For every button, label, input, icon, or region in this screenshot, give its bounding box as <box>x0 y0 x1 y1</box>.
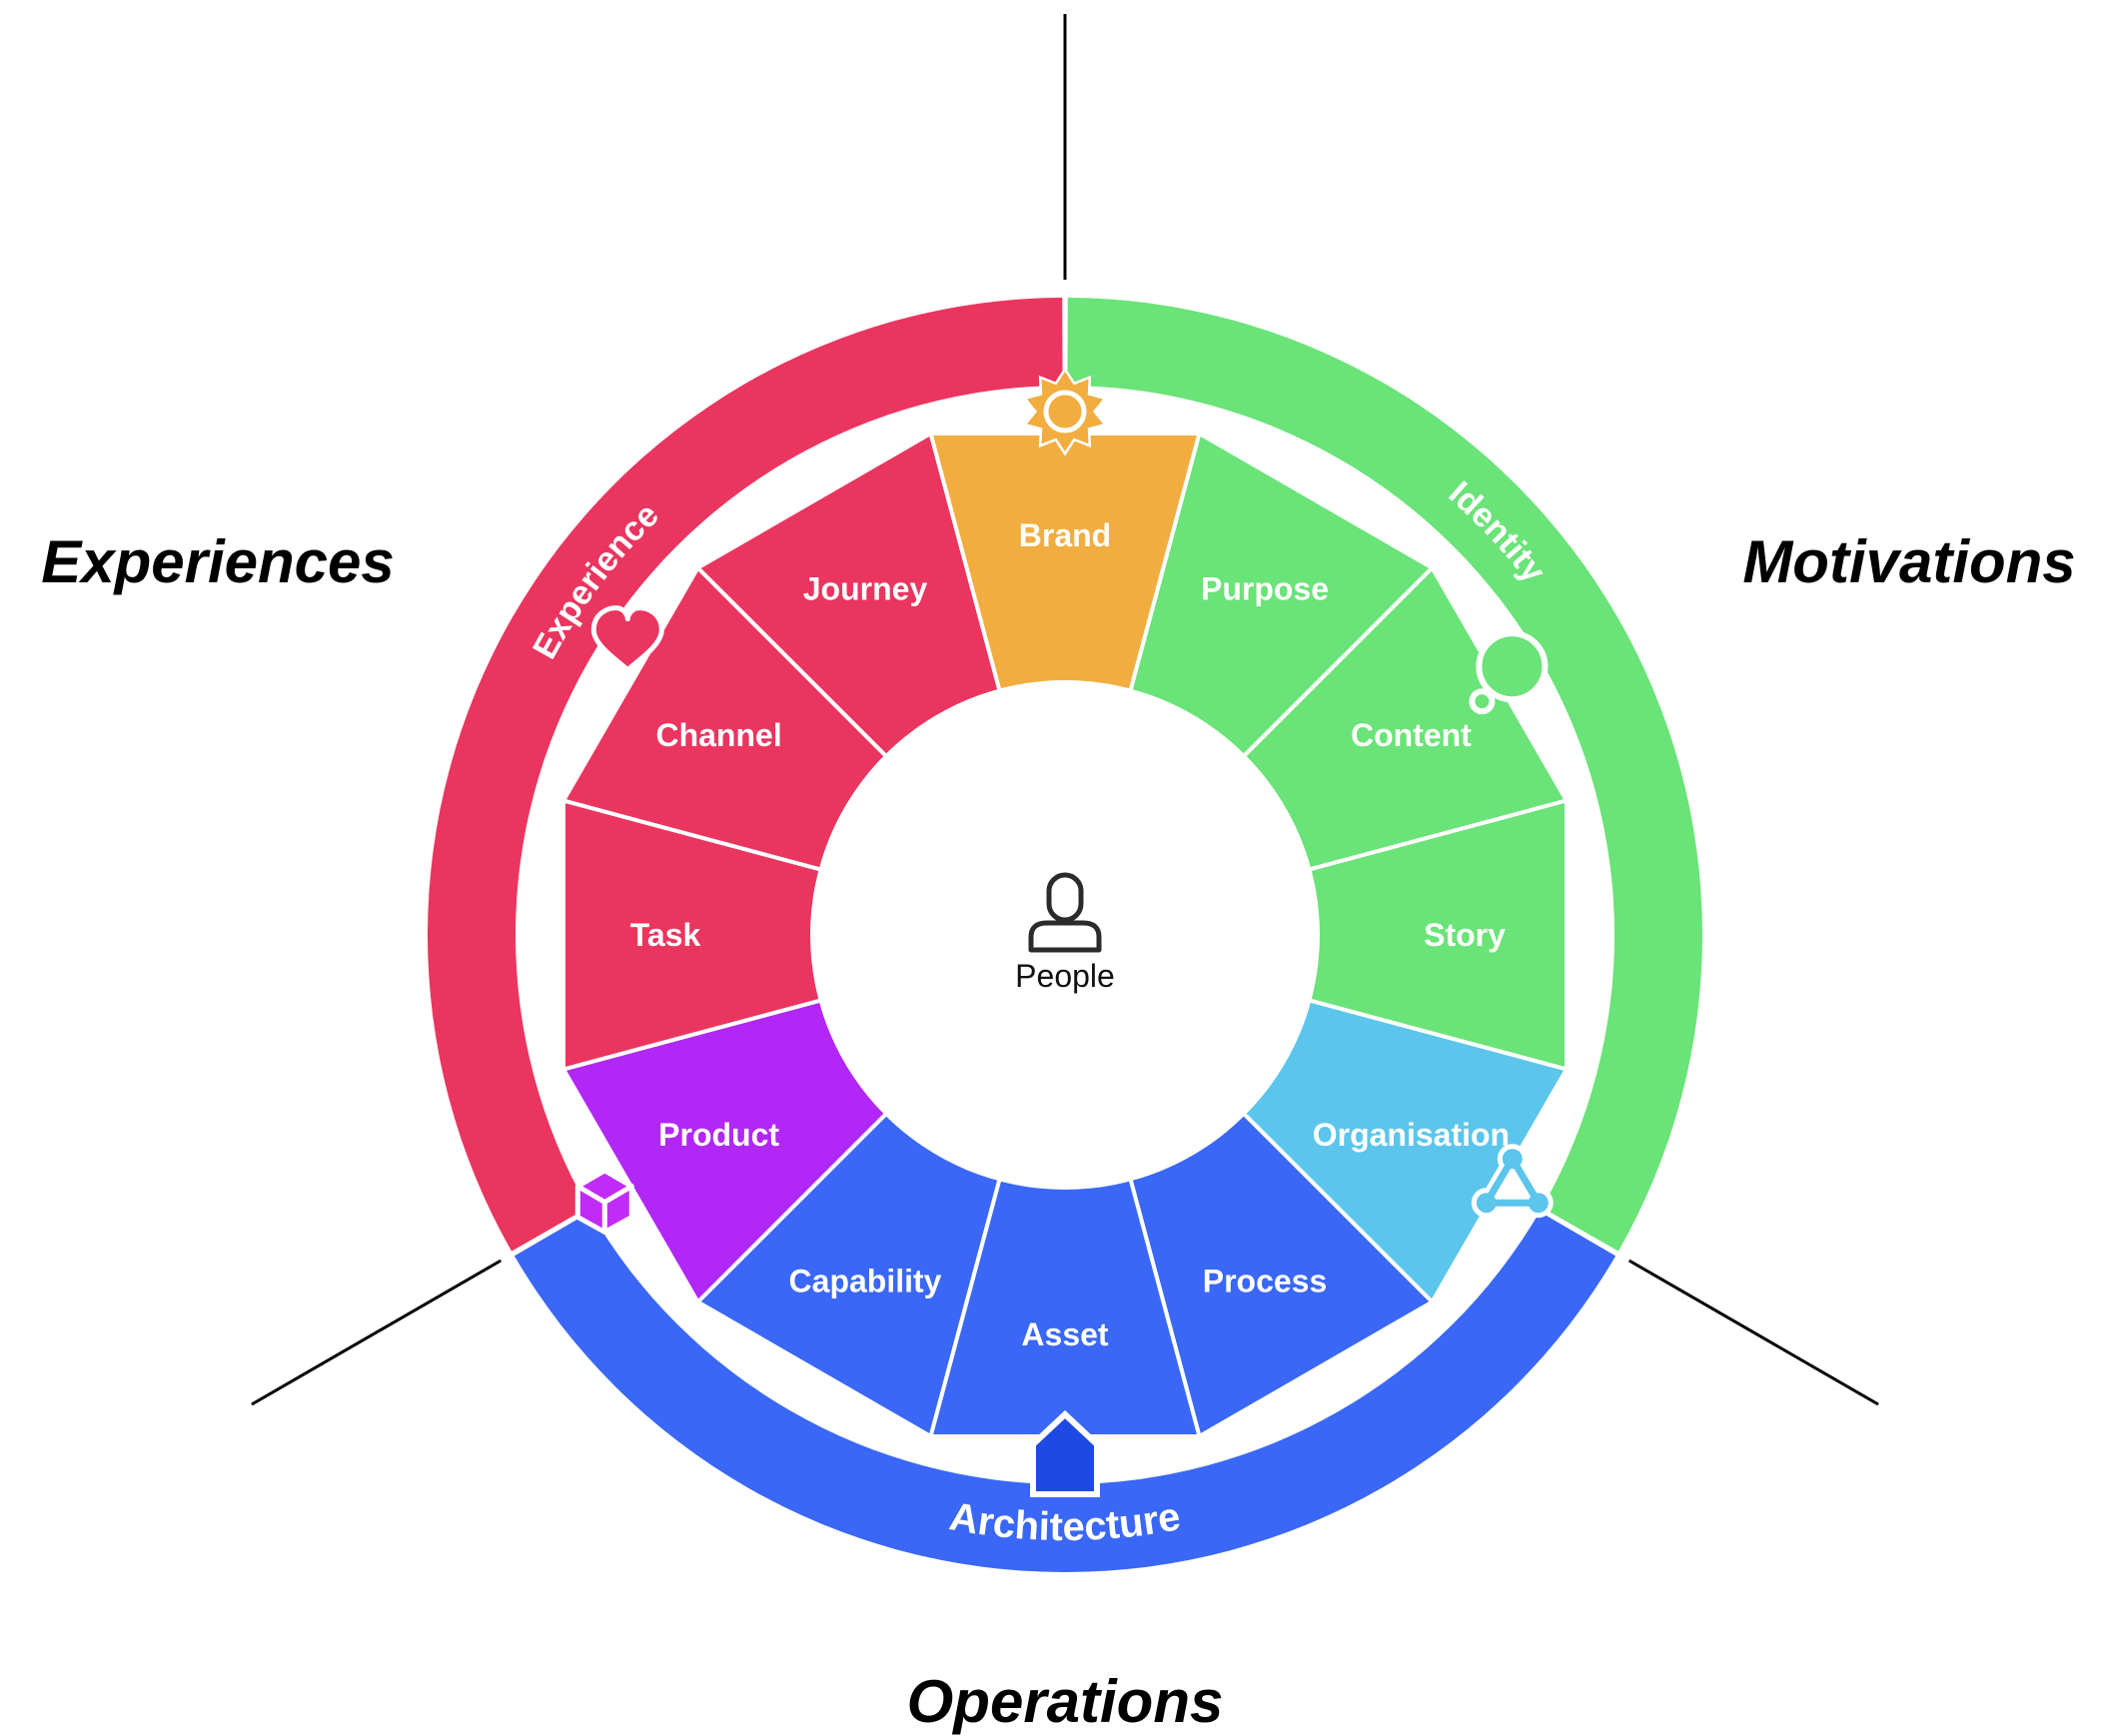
wedge-group: BrandPurposeContentStoryOrganisationProc… <box>559 430 1571 1440</box>
wedge-task[interactable]: Task <box>561 797 826 1073</box>
wedge-label: Process <box>1203 1263 1328 1299</box>
wedge-label: Channel <box>655 717 781 753</box>
ring-segment-identity[interactable] <box>1067 298 1702 1252</box>
quadrant-label-motivations: Motivations <box>1742 528 2075 595</box>
quadrant-label-operations: Operations <box>907 1668 1224 1735</box>
center-label: People <box>1015 958 1115 994</box>
network-triangle-icon <box>1471 1144 1554 1219</box>
ring-segment-architecture[interactable] <box>514 1212 1616 1573</box>
wedge-label: Journey <box>803 571 928 607</box>
wedge-channel[interactable]: Channel <box>559 564 891 873</box>
wedge-label: Purpose <box>1201 571 1329 607</box>
divider-lines <box>251 14 1879 1406</box>
quadrant-label-experiences: Experiences <box>41 528 395 595</box>
person-icon <box>1028 872 1102 953</box>
outer-ring <box>428 298 1702 1573</box>
wedge-organisation[interactable]: Organisation <box>1239 997 1571 1305</box>
divider-line <box>251 1259 503 1406</box>
wedge-label: Content <box>1351 717 1472 753</box>
wedge-purpose[interactable]: Purpose <box>1127 430 1436 761</box>
center-circle[interactable] <box>810 680 1320 1190</box>
wedge-label: Organisation <box>1313 1117 1510 1153</box>
wedge-label: Asset <box>1021 1316 1109 1352</box>
sun-icon <box>1022 367 1108 456</box>
wedge-label: Story <box>1424 917 1506 953</box>
wedge-label: Brand <box>1019 517 1111 553</box>
wedge-label: Product <box>658 1117 779 1153</box>
cube-icon <box>574 1168 634 1235</box>
thought-bubble-icon <box>1469 630 1549 715</box>
divider-line <box>1627 1259 1879 1406</box>
wedge-label: Capability <box>789 1263 942 1299</box>
ring-segment-experience[interactable] <box>428 298 1063 1252</box>
wedge-label: Task <box>630 917 701 953</box>
house-icon <box>1030 1409 1100 1497</box>
heart-icon <box>590 605 664 673</box>
